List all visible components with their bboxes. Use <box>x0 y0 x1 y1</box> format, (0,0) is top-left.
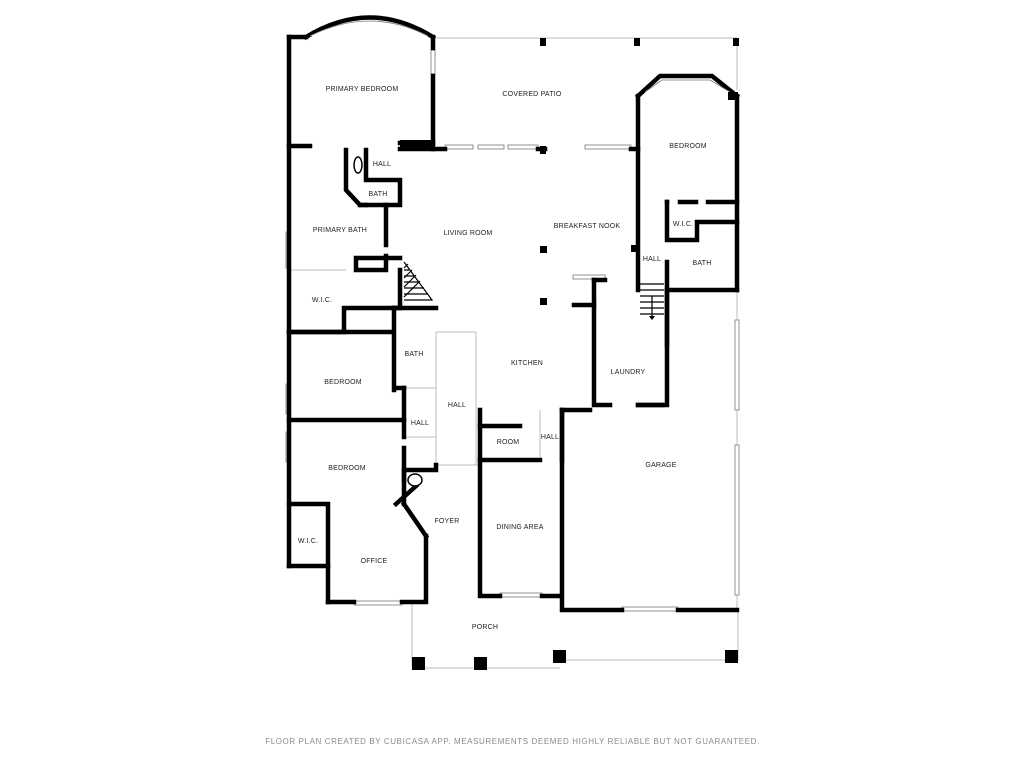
label-bath-center: BATH <box>405 351 424 358</box>
label-wic-sw: W.I.C. <box>298 538 318 545</box>
label-living-room: LIVING ROOM <box>444 230 493 237</box>
label-primary-bath: PRIMARY BATH <box>313 227 367 234</box>
label-hall-small: HALL <box>411 420 429 427</box>
light-lines <box>290 37 739 669</box>
label-room: ROOM <box>497 439 520 446</box>
label-garage: GARAGE <box>645 462 676 469</box>
label-laundry: LAUNDRY <box>611 369 646 376</box>
stairs <box>403 261 664 320</box>
label-dining-area: DINING AREA <box>496 524 543 531</box>
label-hall-ne: HALL <box>643 256 661 263</box>
bay-windows <box>302 15 741 100</box>
label-covered-patio: COVERED PATIO <box>502 91 561 98</box>
label-primary-bedroom: PRIMARY BEDROOM <box>326 86 399 93</box>
label-kitchen: KITCHEN <box>511 360 543 367</box>
fixtures <box>353 156 423 487</box>
label-wic-ne: W.I.C. <box>673 221 693 228</box>
walls <box>286 34 740 613</box>
label-bedroom-w2: BEDROOM <box>328 465 366 472</box>
label-bedroom-w1: BEDROOM <box>324 379 362 386</box>
label-hall-top: HALL <box>373 161 391 168</box>
label-bath-ne: BATH <box>693 260 712 267</box>
label-hall-center: HALL <box>448 402 466 409</box>
disclaimer-footer: FLOOR PLAN CREATED BY CUBICASA APP. MEAS… <box>265 737 760 746</box>
label-wic-nw: W.I.C. <box>312 297 332 304</box>
posts <box>400 38 739 670</box>
label-foyer: FOYER <box>434 518 459 525</box>
label-bath-top: BATH <box>369 191 388 198</box>
label-porch: PORCH <box>472 624 498 631</box>
label-hall-kitchen: HALL <box>541 434 559 441</box>
label-breakfast-nook: BREAKFAST NOOK <box>554 223 621 230</box>
label-bedroom-ne: BEDROOM <box>669 143 707 150</box>
label-office: OFFICE <box>361 558 388 565</box>
room-labels: PRIMARY BEDROOM COVERED PATIO BEDROOM HA… <box>298 86 712 631</box>
